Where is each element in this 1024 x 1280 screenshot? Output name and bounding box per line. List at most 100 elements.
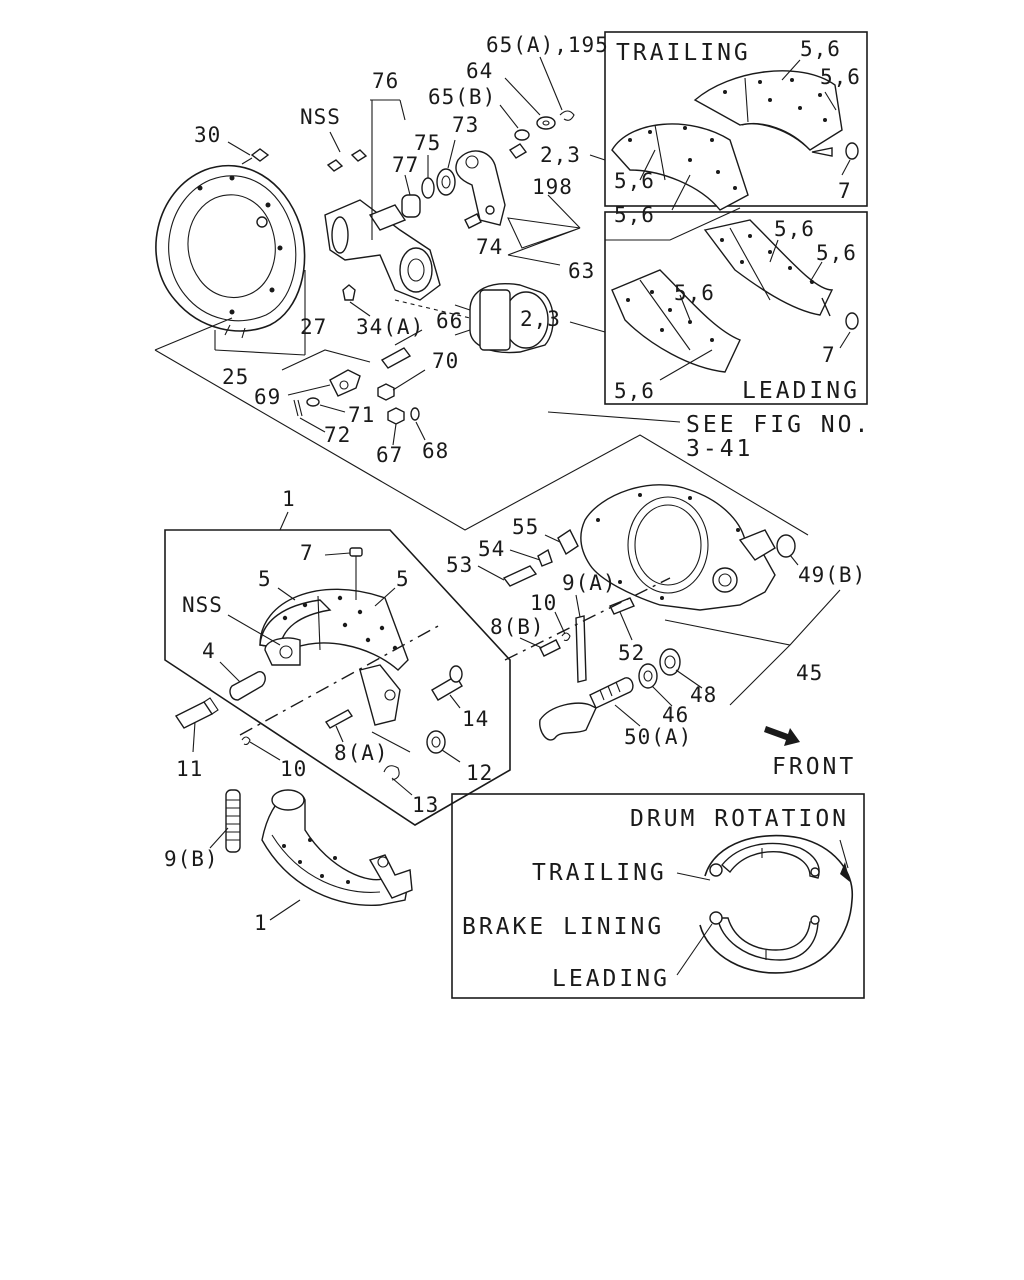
legend-title: DRUM ROTATION (630, 806, 849, 832)
callout-64: 64 (466, 59, 493, 83)
leader-65b (499, 104, 519, 129)
trailing-label-a: 5,6 (800, 37, 841, 61)
washer-75 (421, 177, 435, 199)
pin-74 (464, 213, 482, 229)
washer-68 (410, 407, 420, 421)
leading-box (604, 211, 868, 405)
trailing-bolt-7 (811, 142, 859, 160)
leader-nss-top (329, 131, 341, 153)
leader-nss-mid (227, 614, 281, 646)
group-bracket-8a-13 (371, 731, 411, 753)
callout-71: 71 (348, 403, 375, 427)
callout-10-right: 10 (530, 591, 557, 615)
leader-leading-7 (839, 331, 851, 349)
fitting-34a (342, 284, 356, 301)
leader-see-fig (547, 411, 681, 423)
centerline-spider (504, 577, 671, 661)
clevis-69 (329, 369, 361, 397)
callout-9b: 9(B) (164, 847, 219, 871)
callout-nss-mid: NSS (182, 593, 223, 617)
leader-55 (544, 534, 561, 543)
legend-leading: LEADING (552, 966, 670, 992)
callout-72: 72 (324, 423, 351, 447)
leader-73 (447, 139, 456, 169)
leader-30 (227, 141, 251, 156)
callout-52: 52 (618, 641, 645, 665)
front-arrow-icon (764, 726, 800, 746)
leading-bolt-7 (821, 297, 859, 330)
leader-10-left (249, 741, 281, 761)
callout-5-right: 5 (396, 567, 410, 591)
washer-46 (638, 663, 658, 689)
leader-leading-56c (679, 294, 691, 321)
pin-66 (380, 347, 412, 369)
leader-67 (392, 423, 397, 446)
leader-leading-56d (659, 349, 713, 381)
callout-25: 25 (222, 365, 249, 389)
trailing-label-7: 7 (838, 179, 852, 203)
trailing-box (604, 31, 868, 241)
clip-13 (383, 765, 400, 781)
leader-9b (209, 827, 229, 849)
nut-64 (536, 116, 556, 130)
slack-adjuster (455, 150, 506, 226)
nss-bolts-top (326, 149, 368, 172)
leader-69 (287, 384, 331, 396)
leader-9a (575, 594, 581, 618)
callout-76: 76 (372, 69, 399, 93)
leader-54 (509, 549, 541, 561)
trailing-label-b: 5,6 (820, 65, 861, 89)
callout-73: 73 (452, 113, 479, 137)
washer-71 (306, 397, 320, 407)
leader-trailing-56d (671, 174, 691, 211)
callout-74: 74 (476, 235, 503, 259)
leader-65a (539, 56, 563, 111)
leader-68 (415, 421, 426, 441)
leader-4 (219, 661, 241, 683)
leader-7-mid (324, 552, 351, 556)
bolt-30 (241, 148, 270, 165)
leader-34a (349, 301, 371, 317)
bracket-55 (557, 528, 579, 556)
clip-10-right (561, 632, 571, 642)
callout-65a-195: 65(A),195 (486, 33, 609, 57)
leader-72 (299, 417, 326, 433)
leader-52 (619, 611, 633, 641)
roller-12 (426, 730, 446, 754)
leader-53 (477, 565, 505, 581)
leader-2-3-mid (569, 321, 606, 333)
backing-plate (155, 164, 306, 339)
spider-housing (580, 484, 776, 611)
clip-65a (559, 110, 575, 121)
leader-25b (214, 349, 306, 356)
leader-trailing-56c (639, 149, 656, 181)
callout-2-3-top: 2,3 (540, 143, 581, 167)
leader-198 (547, 194, 581, 229)
leader-leading-56b (809, 261, 823, 283)
callout-45: 45 (796, 661, 823, 685)
drum-rotation-legend (451, 793, 865, 999)
callout-75: 75 (414, 131, 441, 155)
leader-48 (675, 669, 703, 689)
callout-49b: 49(B) (798, 563, 866, 587)
callout-34a: 34(A) (356, 315, 424, 339)
leader-12 (441, 749, 461, 763)
washer-65b (514, 129, 530, 141)
leader-5-right (374, 587, 396, 607)
trailing-shoe-back (693, 70, 843, 151)
bolt-53 (502, 565, 538, 587)
clip-10-left (241, 736, 251, 746)
leading-label-a: 5,6 (774, 217, 815, 241)
leader-5-left (277, 587, 296, 601)
fig-number: 3-41 (686, 436, 753, 462)
leader-76 (370, 99, 406, 240)
upper-assembly-frame (154, 317, 809, 536)
callout-front: FRONT (772, 754, 856, 780)
brake-chamber (394, 283, 554, 354)
callout-27: 27 (300, 315, 327, 339)
trailing-title: TRAILING (616, 40, 751, 66)
leader-trailing-56a (781, 59, 801, 81)
leading-label-d: 5,6 (614, 379, 655, 403)
callout-12: 12 (466, 761, 493, 785)
callout-46: 46 (662, 703, 689, 727)
